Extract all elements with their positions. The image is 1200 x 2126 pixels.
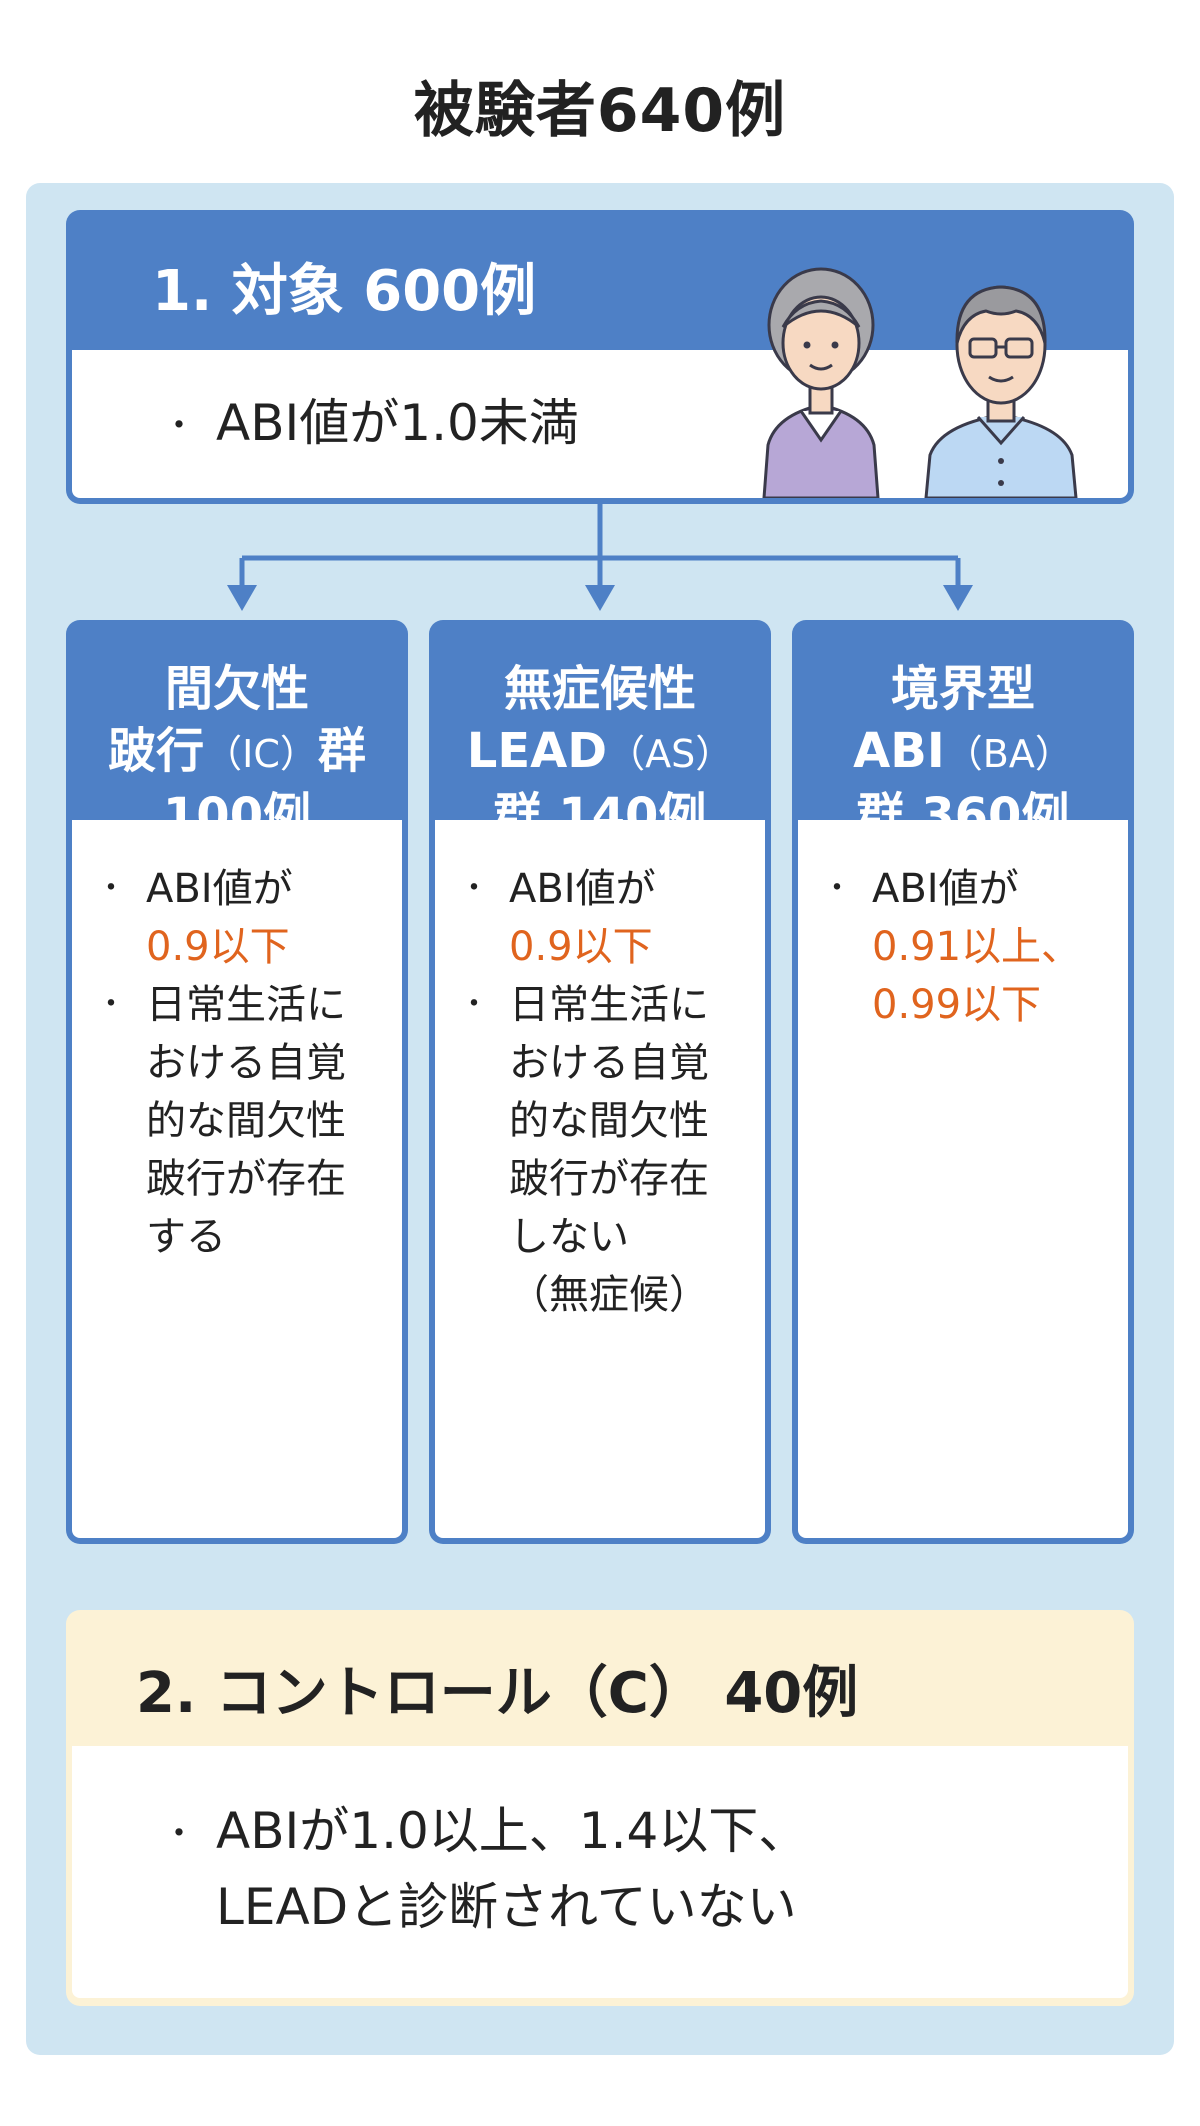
criterion-label: ABI値が: [146, 866, 293, 912]
control-body: ・ ABIが1.0以上、1.4以下、 LEADと診断されていない: [72, 1746, 1128, 1998]
criterion-item: 日常生活における自覚的な間欠性跛行が存在しない （無症候）: [459, 976, 755, 1324]
criterion-item: ABI値が 0.9以下: [459, 860, 755, 976]
control-box: 2. コントロール（C） 40例 ・ ABIが1.0以上、1.4以下、 LEAD…: [66, 1610, 1134, 2006]
group-ba-abbr: （BA）: [944, 732, 1073, 776]
group-ba-name: ABI: [853, 723, 945, 779]
criterion-item: ABI値が 0.91以上、 0.99以下: [822, 860, 1118, 1034]
group-ic-name: 跛行: [108, 723, 205, 779]
group-as-name-line2: LEAD（AS）: [429, 720, 771, 785]
group-ic-body: ABI値が 0.9以下 日常生活における自覚的な間欠性跛行が存在する: [72, 820, 402, 1538]
group-ic-name-line1: 間欠性: [164, 661, 309, 717]
group-as-name: LEAD: [466, 723, 608, 779]
subjects-heading: 1. 対象 600例: [152, 259, 537, 324]
criterion-item: ABI値が 0.9以下: [96, 860, 392, 976]
group-ic-box: 間欠性 跛行（IC）群 100例 ABI値が 0.9以下 日常生活における自覚的な…: [66, 620, 408, 1544]
group-as-name-line1: 無症候性: [503, 661, 696, 717]
connector-arrows: [227, 504, 973, 611]
criterion-value: 0.9以下: [146, 924, 290, 970]
criterion-label: ABI値が: [872, 866, 1019, 912]
bullet-dot: ・: [162, 406, 196, 446]
elderly-woman-icon: [746, 265, 896, 498]
group-ic-abbr: （IC）: [204, 732, 318, 776]
criterion-note: （無症候）: [509, 1272, 709, 1318]
control-heading: 2. コントロール（C） 40例: [136, 1661, 859, 1726]
criterion-value: 0.99以下: [872, 982, 1042, 1028]
group-as-abbr: （AS）: [607, 732, 734, 776]
criterion-text: 日常生活における自覚的な間欠性跛行が存在する: [146, 982, 346, 1260]
group-ba-box: 境界型 ABI（BA） 群 360例 ABI値が 0.91以上、 0.99以下: [792, 620, 1134, 1544]
bullet-dot: ・: [162, 1814, 196, 1854]
group-ba-body: ABI値が 0.91以上、 0.99以下: [798, 820, 1128, 1538]
group-ba-name-line2: ABI（BA）: [792, 720, 1134, 785]
criterion-item: 日常生活における自覚的な間欠性跛行が存在する: [96, 976, 392, 1266]
group-as-heading: 無症候性 LEAD（AS） 群 140例: [429, 658, 771, 847]
criterion-text: 日常生活における自覚的な間欠性跛行が存在しない: [509, 982, 709, 1260]
group-as-box: 無症候性 LEAD（AS） 群 140例 ABI値が 0.9以下 日常生活における…: [429, 620, 771, 1544]
group-ba-name-line1: 境界型: [890, 661, 1035, 717]
group-ic-heading: 間欠性 跛行（IC）群 100例: [66, 658, 408, 847]
criterion-label: ABI値が: [509, 866, 656, 912]
diagram-title: 被験者640例: [413, 76, 787, 146]
subjects-criterion: ABI値が1.0未満: [216, 394, 579, 452]
group-as-body: ABI値が 0.9以下 日常生活における自覚的な間欠性跛行が存在しない （無症候）: [435, 820, 765, 1538]
group-ba-heading: 境界型 ABI（BA） 群 360例: [792, 658, 1134, 847]
study-panel: 1. 対象 600例 ・ ABI値が1.0未満: [26, 183, 1174, 2055]
control-criterion-line1: ABIが1.0以上、1.4以下、: [216, 1802, 809, 1860]
criterion-value: 0.9以下: [509, 924, 653, 970]
elderly-man-icon: [916, 265, 1086, 498]
group-ic-suffix: 群: [317, 723, 366, 779]
subjects-box: 1. 対象 600例 ・ ABI値が1.0未満: [66, 210, 1134, 504]
group-ic-name-line2: 跛行（IC）群: [66, 720, 408, 785]
criterion-value: 0.91以上、: [872, 924, 1082, 970]
control-criterion-line2: LEADと診断されていない: [216, 1878, 797, 1936]
